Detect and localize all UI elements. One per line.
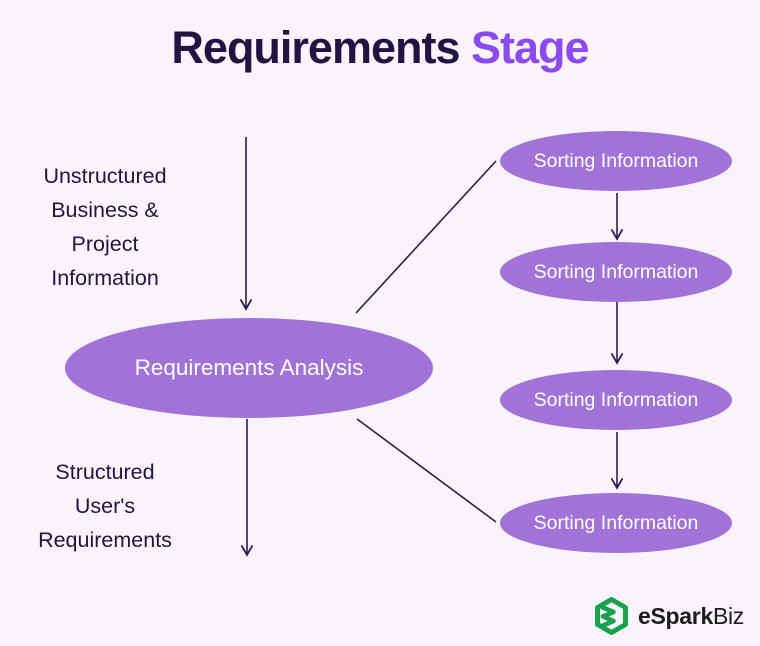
label-line: User's xyxy=(74,494,136,518)
node-label: Sorting Information xyxy=(533,260,699,283)
node-sorting-information-4: Sorting Information xyxy=(500,493,732,553)
node-label: Sorting Information xyxy=(533,511,699,534)
label-line: Requirements xyxy=(38,528,172,552)
node-label: Sorting Information xyxy=(533,149,699,172)
title-part-dark: Requirements xyxy=(171,22,460,73)
node-sorting-information-3: Sorting Information xyxy=(500,370,732,430)
line-center-to-sorting-1 xyxy=(355,160,497,314)
node-sorting-information-1: Sorting Information xyxy=(500,131,732,191)
page-title: Requirements Stage xyxy=(0,22,760,74)
label-line: Project xyxy=(71,232,139,256)
title-part-accent: Stage xyxy=(471,22,590,73)
label-unstructured-info: Unstructured Business & Project Informat… xyxy=(14,159,196,295)
logo-wordmark-regular: Biz xyxy=(712,602,744,629)
logo-wordmark-bold: eSpark xyxy=(638,602,713,629)
node-requirements-analysis: Requirements Analysis xyxy=(65,318,433,418)
label-line: Structured xyxy=(55,460,155,484)
label-line: Information xyxy=(51,266,159,290)
esparkbiz-logo: eSparkBiz xyxy=(593,596,744,636)
logo-wordmark: eSparkBiz xyxy=(638,603,744,630)
node-label: Sorting Information xyxy=(533,388,699,411)
node-sorting-information-2: Sorting Information xyxy=(500,242,732,302)
label-line: Business & xyxy=(51,198,159,222)
label-structured-requirements: Structured User's Requirements xyxy=(12,455,198,557)
node-label: Requirements Analysis xyxy=(134,355,364,380)
label-line: Unstructured xyxy=(43,164,167,188)
esparkbiz-icon xyxy=(595,597,629,635)
line-center-to-sorting-4 xyxy=(356,418,497,523)
